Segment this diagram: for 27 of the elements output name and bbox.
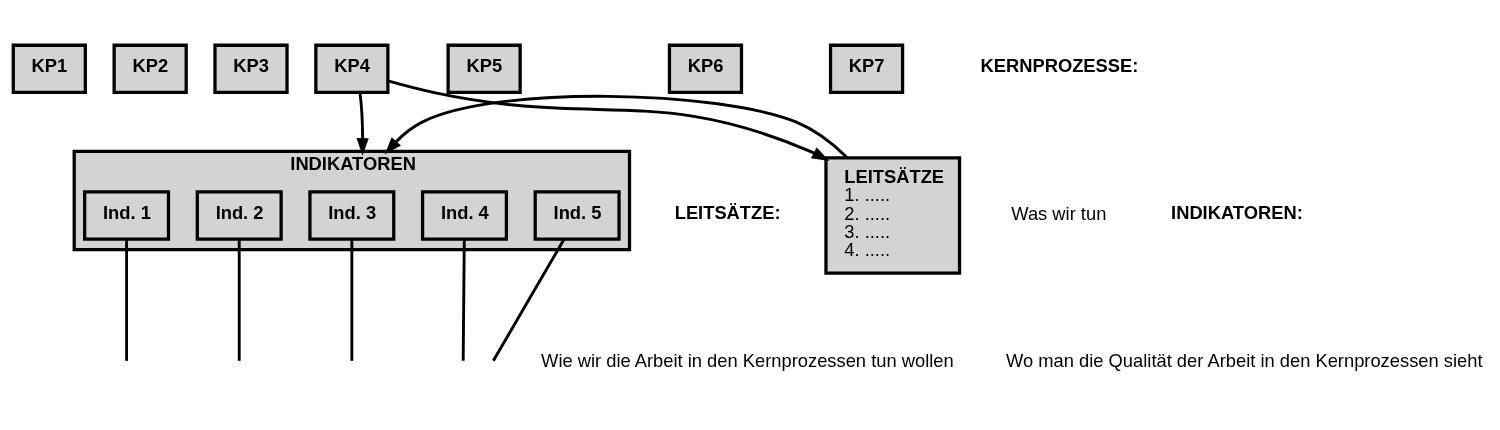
label: LEITSÄTZE:	[674, 201, 781, 223]
node-box: KP3	[213, 43, 289, 94]
label: Was wir tun	[1011, 202, 1107, 224]
node-box: Ind. 1	[83, 189, 171, 241]
label: INDIKATOREN:	[1171, 201, 1303, 223]
connector	[492, 238, 566, 362]
node-box: Ind. 3	[308, 189, 396, 241]
connector	[125, 238, 128, 361]
label: KERNPROZESSE:	[980, 54, 1139, 76]
arrow	[387, 79, 830, 161]
node-box: KP4	[314, 43, 390, 94]
connector	[461, 238, 466, 361]
node-box: Ind. 5	[533, 189, 621, 241]
arrow	[384, 94, 848, 158]
label: Wo man die Qualität der Arbeit in den Kernprozessen sieht	[1006, 349, 1483, 371]
node-box: Ind. 2	[195, 189, 283, 241]
connector	[350, 238, 354, 361]
node-box: KP7	[828, 43, 905, 94]
node-box: Ind. 4	[420, 189, 509, 241]
connector	[237, 238, 241, 361]
node-box: KP5	[446, 43, 522, 94]
node-box: KP2	[112, 43, 188, 94]
node-box: LEITSÄTZE 1. ..... 2. ..... 3. ..... 4. .....	[824, 155, 962, 275]
node-box: KP6	[667, 43, 744, 94]
node-box: KP1	[11, 43, 87, 94]
arrow	[356, 91, 369, 156]
label: Wie wir die Arbeit in den Kernprozessen tun wollen	[541, 349, 954, 371]
